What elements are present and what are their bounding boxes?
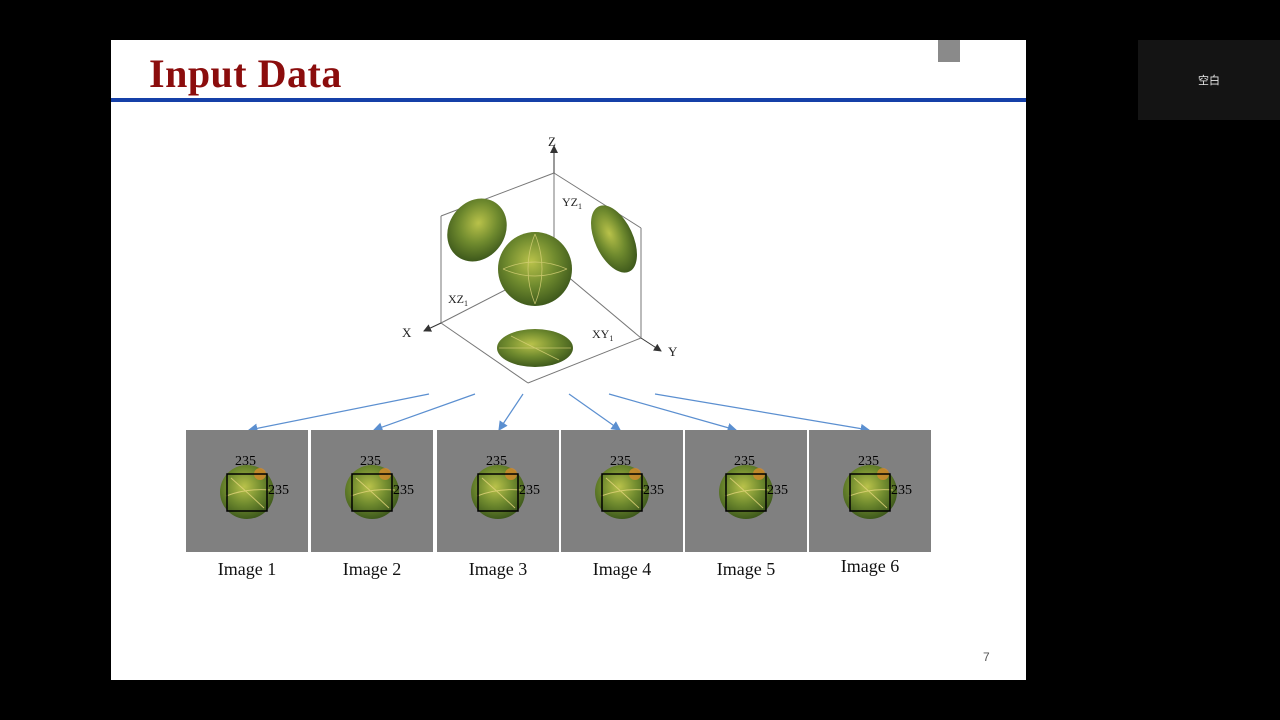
arrow-to-image-5 [608,393,738,433]
image-tile-3: 235 235 [437,430,559,552]
projection-diagram: Z X Y YZ1 XZ1 XY1 [247,134,871,434]
image-caption-1: Image 1 [217,559,277,579]
arrow-to-image-4 [568,393,621,431]
arrow-to-image-2 [372,393,476,432]
image-caption-2: Image 2 [342,559,402,579]
crop-height-label: 235 [235,454,256,469]
x-axis-label: X [402,325,412,340]
arrow-to-image-3 [498,393,524,431]
tile-image [843,465,897,519]
image-tile-4: 235 235 [561,430,683,552]
crop-height-label: 235 [360,454,381,469]
crop-box [477,473,519,512]
crop-width-label: 235 [767,483,788,498]
crop-width-label: 235 [643,483,664,498]
side-panel-label: 空白 [1198,74,1220,87]
crop-box [849,473,891,512]
arrow-to-image-6 [654,393,871,434]
side-panel[interactable]: 空白 [1138,40,1280,120]
y-axis-label: Y [668,344,678,359]
crop-width-label: 235 [393,483,414,498]
xy-plane-label: XY1 [592,327,613,343]
corner-marker [938,40,960,62]
crop-width-label: 235 [519,483,540,498]
crop-width-label: 235 [891,483,912,498]
image-caption-3: Image 3 [468,559,528,579]
crop-box [226,473,268,512]
crop-box [725,473,767,512]
arrow-to-image-1 [247,393,430,434]
crop-box [351,473,393,512]
melon-xz-projection [447,198,507,262]
slide-title: Input Data [149,51,342,96]
image-tile-1: 235 235 [186,430,308,552]
slide: Input Data [111,40,1026,680]
tile-image [345,465,399,519]
tile-image [220,465,274,519]
image-tile-6: 235 235 [809,430,931,552]
page-number: 7 [983,650,990,664]
image-caption-4: Image 4 [592,559,652,579]
crop-height-label: 235 [486,454,507,469]
crop-height-label: 235 [734,454,755,469]
xz-plane-label: XZ1 [448,292,468,308]
melon-yz-projection [591,205,637,273]
image-caption-6: Image 6 [840,556,900,576]
crop-box [601,473,643,512]
title-underline [111,98,1026,102]
melon-3d [498,232,572,306]
yz-plane-label: YZ1 [562,195,582,211]
axis-frame [440,172,642,384]
x-axis [423,322,442,332]
z-axis-label: Z [548,134,556,149]
crop-width-label: 235 [268,483,289,498]
tile-image [719,465,773,519]
tile-image [595,465,649,519]
image-tile-2: 235 235 [311,430,433,552]
image-caption-5: Image 5 [716,559,776,579]
tile-image [471,465,525,519]
image-tile-5: 235 235 [685,430,807,552]
crop-height-label: 235 [610,454,631,469]
y-axis [640,337,662,352]
crop-height-label: 235 [858,454,879,469]
